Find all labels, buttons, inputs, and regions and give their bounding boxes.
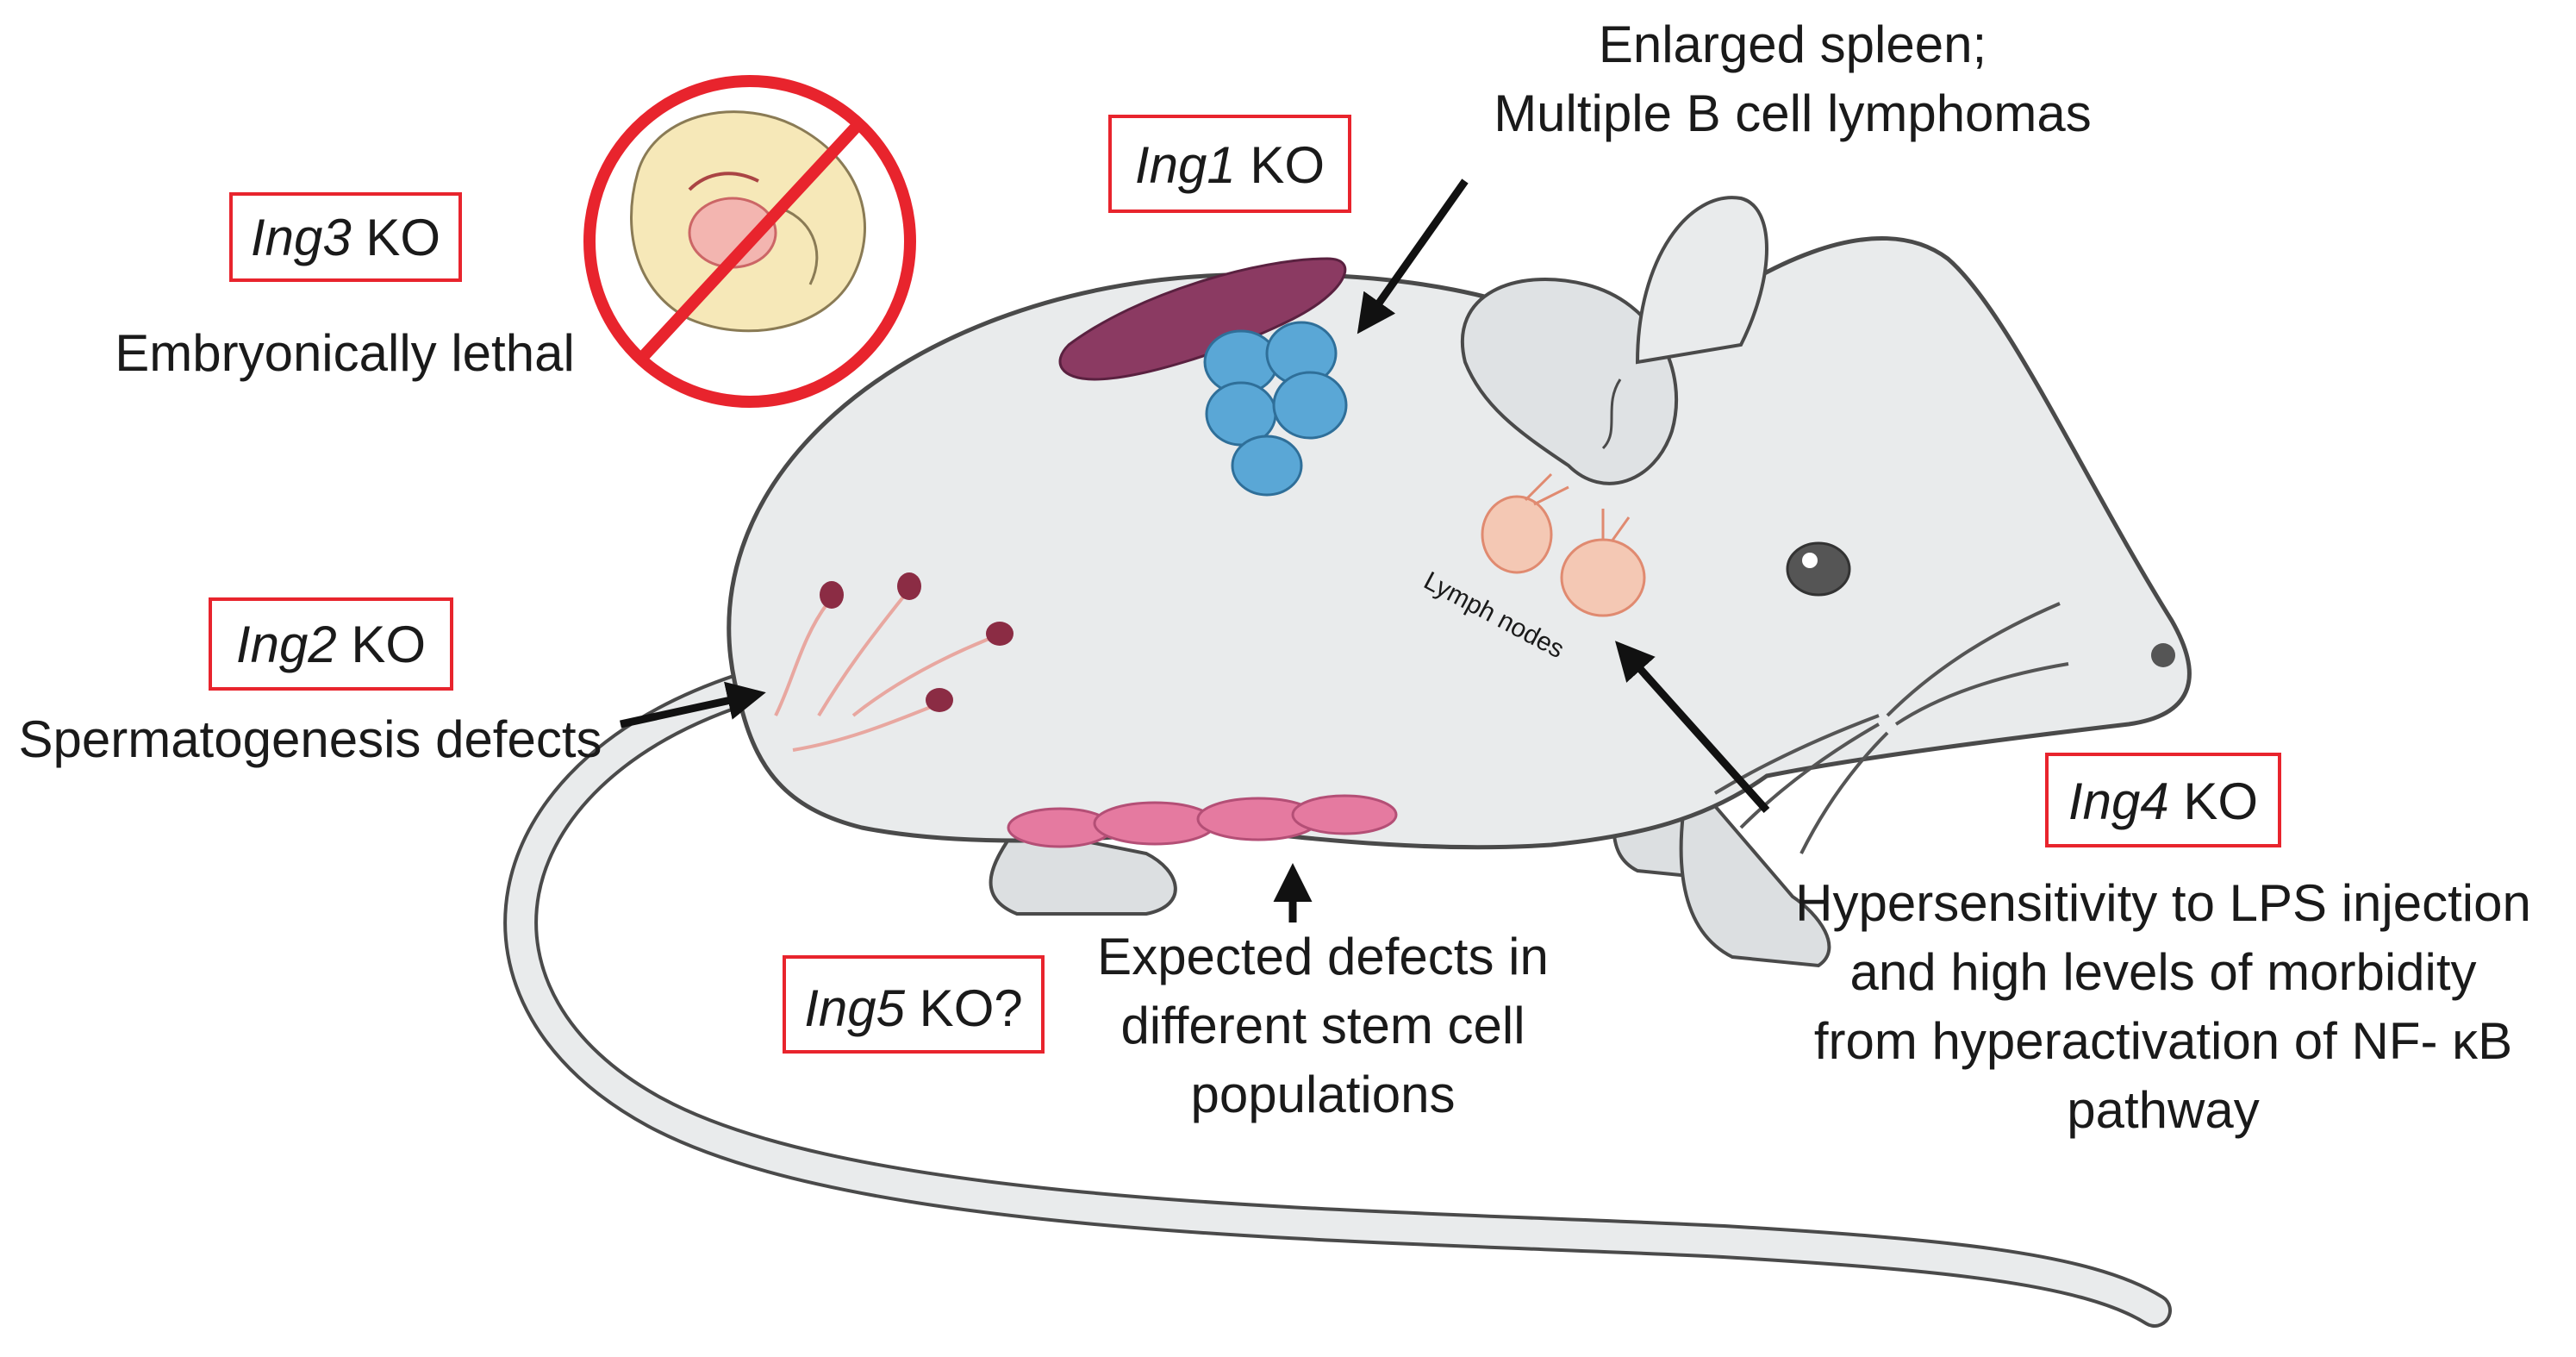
ing4-label: Ing4 KO <box>2068 772 2258 830</box>
spleen-icon <box>1058 257 1347 381</box>
lymph-node-icon <box>1481 472 1646 617</box>
ing2-description: Spermatogenesis defects <box>18 710 602 768</box>
ing5-description-line-1: Expected defects in <box>1097 928 1549 985</box>
ing2-box <box>209 597 453 691</box>
mouse-hind-paw <box>989 825 1177 916</box>
ing5-description-line-2: different stem cell <box>1120 997 1525 1054</box>
ing3-description: Embryonically lethal <box>115 324 575 382</box>
ing1-label: Ing1 KO <box>1135 136 1325 194</box>
ing4-description-line-4: pathway <box>2067 1081 2259 1139</box>
mouse-illustration <box>503 196 2192 1328</box>
ing3-label: Ing3 KO <box>251 209 440 266</box>
arrow-ing2 <box>620 681 766 729</box>
ing3-box <box>229 192 462 282</box>
ing1-box <box>1108 115 1351 213</box>
ing5-description-line-3: populations <box>1191 1066 1456 1123</box>
arrow-ing1 <box>1357 178 1469 335</box>
mouse-ear-back <box>1635 196 1768 365</box>
stem-cell-icon <box>1007 794 1398 848</box>
lymphoma-cells-icon <box>1203 321 1348 497</box>
mouse-nose <box>2151 643 2175 667</box>
ing1-description-line-1: Enlarged spleen; <box>1599 16 1987 73</box>
sperm-icon <box>774 572 1014 752</box>
ing4-description-line-3: from hyperactivation of NF- κB <box>1814 1012 2512 1070</box>
ing5-box <box>783 955 1045 1054</box>
ing4-description-line-1: Hypersensitivity to LPS injection <box>1795 874 2531 932</box>
ing2-label: Ing2 KO <box>236 616 426 673</box>
ing5-label: Ing5 KO? <box>804 979 1023 1037</box>
arrow-ing4 <box>1614 641 1770 814</box>
mouse-body <box>727 236 2192 850</box>
mouse-eye <box>1786 541 1851 597</box>
ing1-description-line-2: Multiple B cell lymphomas <box>1494 84 2092 142</box>
mouse-whiskers <box>1713 602 2069 854</box>
no-sign-icon <box>583 75 916 408</box>
mouse-front-paw-2 <box>1679 772 1831 968</box>
mouse-ear <box>1460 278 1679 485</box>
ing4-box <box>2045 753 2281 847</box>
ing4-description-line-2: and high levels of morbidity <box>1849 943 2476 1001</box>
